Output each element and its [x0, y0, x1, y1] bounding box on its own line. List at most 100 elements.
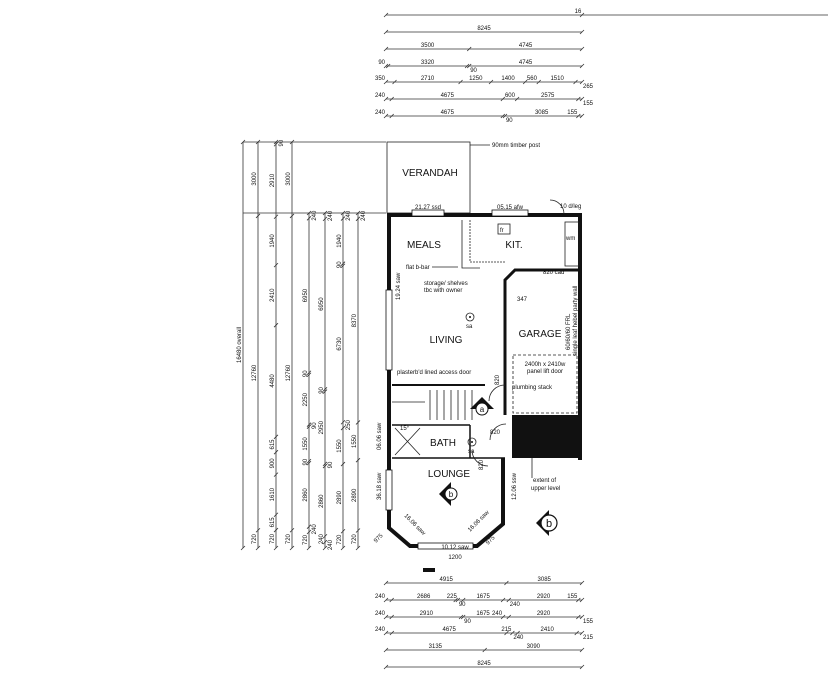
- door-swing: [471, 449, 489, 467]
- dimension-tick: [389, 113, 394, 119]
- note-bay-side-right: 975: [485, 535, 497, 547]
- bath-walls: [392, 424, 505, 459]
- dimension-tick: [273, 434, 279, 440]
- note-fifteen-deg: 15°: [400, 426, 410, 432]
- svg-text:b: b: [449, 490, 454, 499]
- dimension-label: 720: [303, 534, 309, 545]
- dimension-tick: [500, 614, 506, 620]
- room-label-garage: GARAGE: [519, 329, 562, 340]
- dimension-label: 240: [361, 210, 367, 221]
- room-label-kitchen: KIT.: [505, 240, 522, 251]
- dimension-label: 155: [583, 101, 594, 107]
- dimension-tick: [383, 597, 389, 603]
- window-bay: [417, 542, 474, 550]
- dimension-tick: [488, 79, 494, 85]
- dimension-tick: [383, 647, 389, 653]
- dimension-tick: [458, 79, 463, 85]
- dimension-tick: [506, 597, 512, 603]
- dimension-label: 215: [501, 627, 512, 633]
- door-width-label: 820: [490, 430, 501, 436]
- dimension-label: 1550: [337, 439, 343, 453]
- dimension-tick: [255, 527, 261, 533]
- dimension-tick: [273, 449, 279, 455]
- dimension-label: 90: [303, 370, 309, 377]
- laundry-cabinet: [564, 221, 580, 267]
- dimension-tick: [460, 597, 466, 603]
- window-meals: [411, 209, 445, 217]
- dimension-tick: [579, 63, 585, 69]
- dimension-tick: [502, 113, 508, 119]
- dimension-tick: [322, 389, 328, 394]
- dimension-tick: [389, 614, 394, 620]
- upper-level-hatch: [512, 415, 580, 458]
- dimension-label: 720: [337, 534, 343, 545]
- dimension-tick: [506, 614, 512, 620]
- dimension-label: 8245: [477, 661, 491, 667]
- dimension-tick: [500, 113, 506, 119]
- dimension-tick: [340, 216, 346, 221]
- north-bar: [423, 568, 435, 572]
- dimension-label: 350: [375, 76, 386, 82]
- room-label-bath: BATH: [430, 438, 456, 449]
- dimension-tick: [500, 597, 506, 603]
- room-label-meals: MEALS: [407, 240, 441, 251]
- dimension-label: 3085: [535, 110, 549, 116]
- dimension-label: 2890: [352, 488, 358, 502]
- dimension-label: 2250: [303, 392, 309, 406]
- dimension-tick: [340, 263, 346, 269]
- dimension-tick: [389, 630, 395, 636]
- dimension-label: 2920: [537, 611, 551, 617]
- dimension-tick: [289, 527, 295, 533]
- dimension-tick: [579, 96, 585, 102]
- dimension-label: 2920: [537, 594, 551, 600]
- dimension-tick: [464, 63, 470, 69]
- shower-cross: [394, 427, 421, 456]
- dimension-label: 90: [279, 139, 285, 146]
- dimension-label: 90: [506, 118, 513, 124]
- dimension-tick: [306, 460, 312, 466]
- note-garage-door-2: panel lift door: [527, 369, 563, 375]
- dimension-tick: [306, 216, 312, 221]
- dimension-tick: [306, 370, 312, 376]
- dimension-label: 240: [319, 534, 325, 545]
- dimension-label: 240: [492, 611, 503, 617]
- dimension-label: 2575: [541, 93, 555, 99]
- window-living: [385, 289, 393, 371]
- dimension-tick: [322, 461, 328, 467]
- dimension-label: 6950: [303, 288, 309, 302]
- dimension-label: 240: [513, 635, 524, 641]
- dimension-tick: [273, 322, 279, 328]
- dimension-label: 90: [328, 461, 334, 468]
- dimension-label: 3135: [429, 644, 443, 650]
- dimension-tick: [383, 614, 389, 620]
- dimension-tick: [385, 63, 391, 69]
- dimension-tick: [255, 545, 261, 551]
- dimension-label: 2910: [270, 173, 276, 187]
- dimension-label: 1510: [550, 76, 564, 82]
- wm-label: wm: [565, 236, 575, 242]
- note-bay-right: 16.06 saw: [467, 509, 491, 533]
- dimension-tick: [340, 425, 346, 431]
- dimension-tick: [322, 463, 328, 469]
- dimension-label: 720: [252, 533, 258, 544]
- dimension-label: 1550: [352, 434, 358, 448]
- dimension-tick: [579, 614, 585, 620]
- dimension-tick: [392, 79, 397, 85]
- note-flat-bar: flat b-bar: [406, 265, 430, 271]
- dimension-tick: [579, 597, 585, 603]
- dimension-tick: [306, 422, 312, 427]
- door-width-label: 820: [479, 459, 485, 470]
- note-door-rear: 10 d/leg: [560, 204, 581, 210]
- dimension-tick: [579, 664, 585, 670]
- dimension-label: 240: [375, 594, 386, 600]
- note-cad: 820 cad: [543, 270, 564, 276]
- dimension-tick: [579, 630, 585, 636]
- garage-door-outline: [512, 354, 578, 414]
- dimension-tick: [579, 113, 585, 119]
- room-label-verandah: VERANDAH: [402, 168, 458, 179]
- room-label-lounge: LOUNGE: [428, 469, 471, 480]
- dimension-tick: [273, 214, 279, 220]
- dimension-label: 2860: [319, 494, 325, 508]
